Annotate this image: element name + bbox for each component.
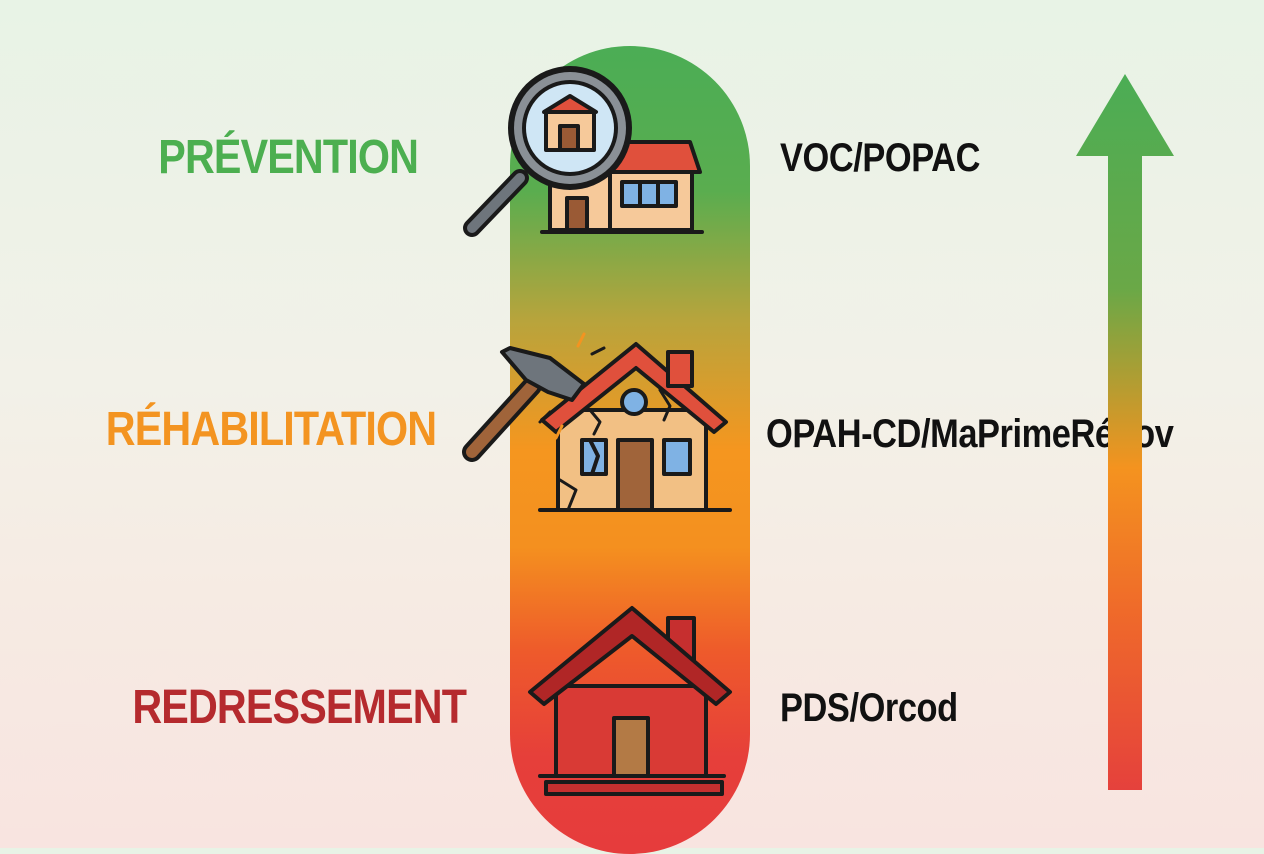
stage-label-redressement: REDRESSEMENT [132,681,467,734]
stage-label-rehabilitation: RÉHABILITATION [105,403,437,456]
program-label-opah-cd: OPAH-CD/MaPrimeRénov [766,412,1174,456]
stage-label-prevention: PRÉVENTION [158,131,419,184]
upward-gradient-arrow [1076,74,1174,790]
magnifier-house-icon [463,66,704,237]
program-label-pds-orcod: PDS/Orcod [780,686,958,730]
hammer-damaged-house-icon [462,332,732,512]
red-house-icon [528,606,732,796]
program-label-voc-popac: VOC/POPAC [780,136,981,180]
